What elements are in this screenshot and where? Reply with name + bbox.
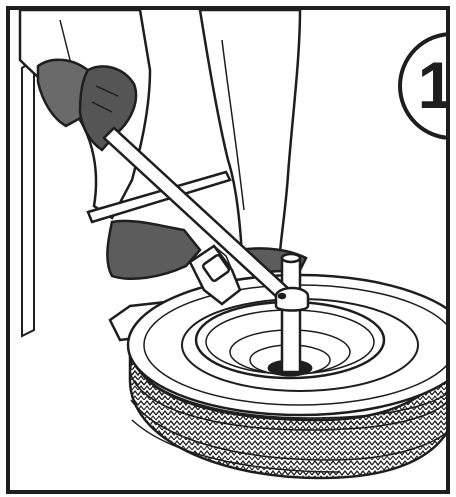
center-post <box>282 254 300 372</box>
wall-plank <box>22 60 34 336</box>
